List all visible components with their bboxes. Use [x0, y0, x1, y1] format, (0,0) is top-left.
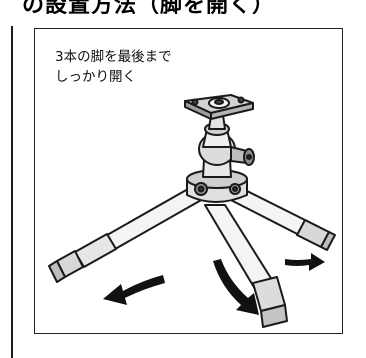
- top-plate: [184, 94, 254, 120]
- instruction-panel: 3本の脚を最後まで しっかり開く: [34, 28, 343, 334]
- left-leg: [48, 184, 204, 283]
- center-leg: [204, 204, 288, 328]
- right-leg-arrow: [285, 253, 325, 271]
- tripod-illustration: [48, 94, 336, 328]
- left-leg-arrow: [103, 275, 165, 305]
- ball-head: [198, 114, 255, 178]
- instruction-text: 3本の脚を最後まで しっかり開く: [55, 47, 172, 87]
- instruction-line-2: しっかり開く: [55, 69, 136, 85]
- left-margin-rule: [11, 26, 13, 358]
- instruction-line-1: 3本の脚を最後まで: [55, 49, 172, 65]
- section-header: の設置方法（脚を開く）: [0, 0, 366, 14]
- center-leg-arrow: [213, 259, 259, 315]
- section-header-text: の設置方法（脚を開く）: [22, 0, 276, 14]
